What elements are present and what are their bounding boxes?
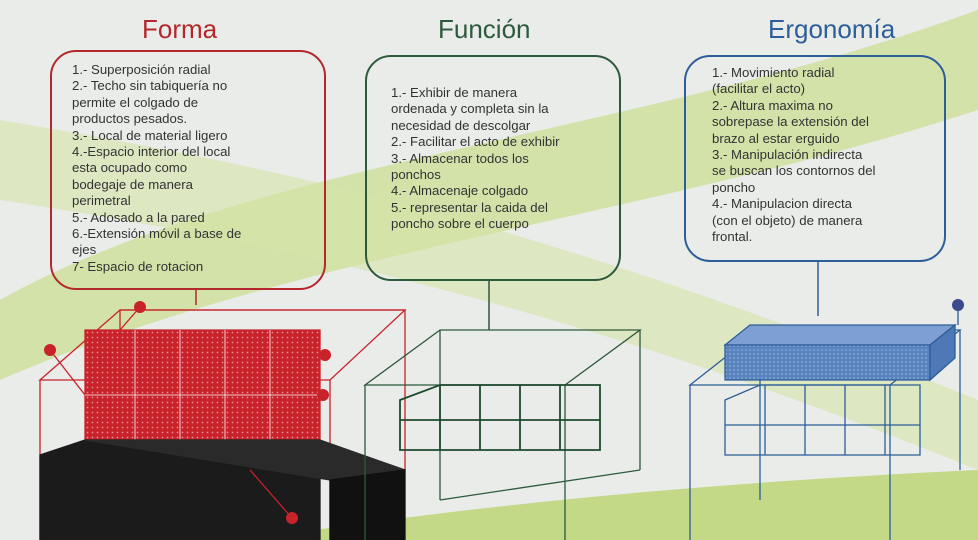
ergonomia-drawing [688,299,964,540]
funcion-line: 1.- Exhibir de manera [391,85,518,100]
ergonomia-line: brazo al estar erguido [712,130,840,146]
forma-line: 5.- Adosado a la pared [72,209,205,225]
funcion-line: ordenada y completa sin la [391,101,549,117]
forma-list: 1.- Superposición radial 2.- Techo sin t… [72,62,324,275]
ergonomia-line: 1.- Movimiento radial [712,65,835,80]
funcion-line: necesidad de descolgar [391,117,531,133]
ergonomia-line: (facilitar el acto) [712,81,806,97]
ergonomia-line: frontal. [712,229,753,245]
forma-line: bodegaje de manera [72,176,193,192]
forma-box: 1.- Superposición radial 2.- Techo sin t… [50,50,326,290]
forma-line: 1.- Superposición radial [72,62,211,77]
ergonomia-line: se buscan los contornos del [712,163,876,179]
forma-line: productos pesados. [72,111,188,127]
ergonomia-list: 1.- Movimiento radial (facilitar el acto… [712,65,944,245]
forma-drawing [38,301,407,540]
funcion-drawing [363,329,642,540]
forma-line: 3.- Local de material ligero [72,127,228,143]
forma-line: 6.-Extensión móvil a base de [72,226,242,242]
ergonomia-line: sobrepase la extensión del [712,114,869,130]
forma-line: permite el colgado de [72,94,199,110]
funcion-line: 4.- Almacenaje colgado [391,183,529,199]
forma-line: ejes [72,242,97,258]
funcion-line: 5.- representar la caida del [391,199,548,215]
funcion-list: 1.- Exhibir de manera ordenada y complet… [391,85,619,233]
connector-lines [195,260,819,330]
funcion-box: 1.- Exhibir de manera ordenada y complet… [365,55,621,281]
forma-line: perimetral [72,193,131,209]
ergonomia-line: poncho [712,179,756,195]
forma-line: 7- Espacio de rotacion [72,258,204,274]
funcion-title: Función [438,14,531,44]
forma-line: 2.- Techo sin tabiquería no [72,78,228,94]
forma-line: 4.-Espacio interior del local [72,144,231,160]
funcion-line: 2.- Facilitar el acto de exhibir [391,134,560,150]
ergonomia-line: 4.- Manipulacion directa [712,196,853,212]
forma-title: Forma [142,14,218,44]
funcion-line: poncho sobre el cuerpo [391,216,529,232]
ergonomia-box: 1.- Movimiento radial (facilitar el acto… [684,55,946,262]
ergonomia-line: (con el objeto) de manera [712,212,863,228]
ergonomia-title: Ergonomía [768,14,896,44]
funcion-line: ponchos [391,167,441,183]
funcion-line: 3.- Almacenar todos los [391,150,529,166]
forma-line: esta ocupado como [72,160,188,176]
ergonomia-line: 2.- Altura maxima no [712,97,833,113]
ergonomia-line: 3.- Manipulación indirecta [712,147,863,163]
